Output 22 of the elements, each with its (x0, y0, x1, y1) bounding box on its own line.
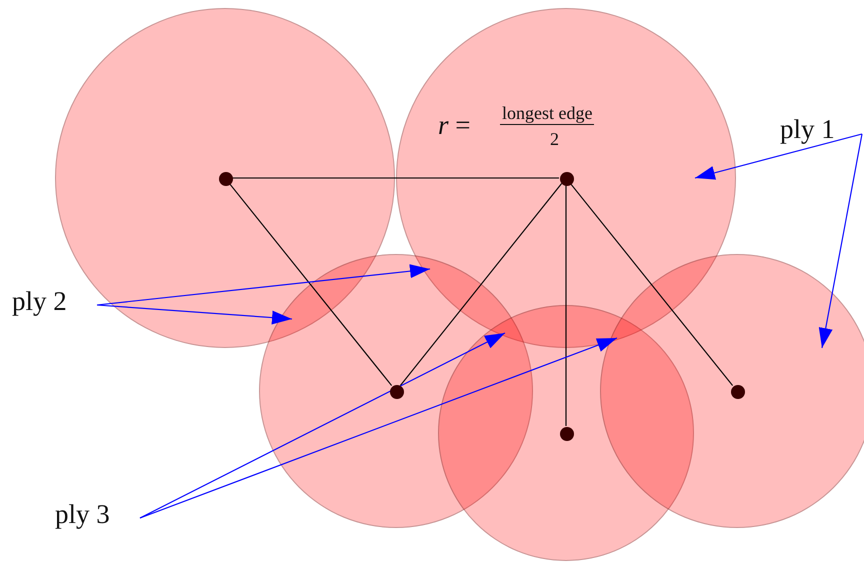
fraction-numerator: longest edge (500, 102, 594, 125)
fraction-denominator: 2 (550, 128, 559, 150)
vertex-dot (560, 172, 574, 186)
ply-label: ply 3 (55, 499, 110, 529)
graph-edge (570, 183, 734, 386)
ply-label: ply 1 (780, 114, 835, 144)
graph-edge (400, 183, 562, 386)
leader-arrow (96, 304, 292, 325)
formula-text: r = (438, 110, 470, 141)
vertex-dot (390, 385, 404, 399)
leader-arrow (140, 332, 506, 518)
leader-arrow (140, 337, 618, 519)
graph-edge (228, 183, 392, 386)
vertex-dot (731, 385, 745, 399)
vertex-dot (219, 172, 233, 186)
ply-label: ply 2 (12, 286, 67, 316)
leader-arrow (96, 264, 430, 306)
leader-arrow (818, 134, 863, 348)
vertex-dot (560, 427, 574, 441)
graph-edge (232, 177, 559, 179)
graph-edge (565, 185, 567, 426)
leader-arrow (694, 133, 862, 180)
